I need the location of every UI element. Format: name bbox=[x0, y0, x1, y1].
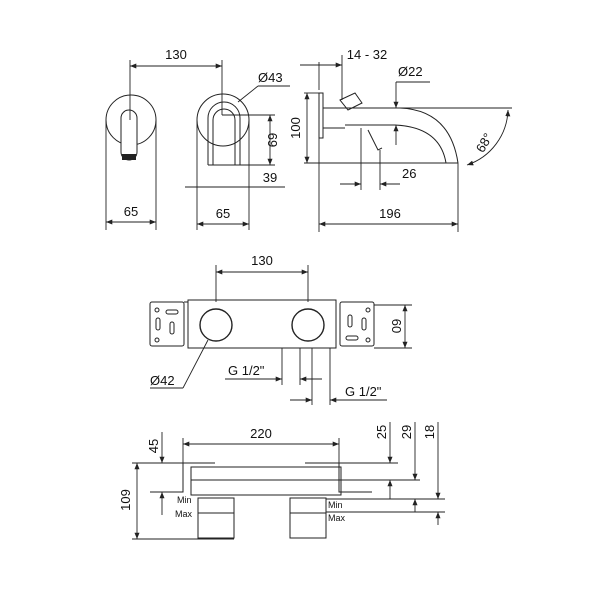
section-height-label: 109 bbox=[118, 489, 133, 511]
side-height-label: 100 bbox=[288, 117, 303, 139]
body-spacing-label: 130 bbox=[251, 253, 273, 268]
max-label-right: Max bbox=[328, 513, 346, 523]
angle-label: 68° bbox=[473, 130, 496, 155]
front-height-label: 69 bbox=[265, 133, 280, 147]
inlet-2-label: G 1/2" bbox=[345, 384, 382, 399]
body-diameter-label: Ø42 bbox=[150, 373, 175, 388]
section-width-label: 220 bbox=[250, 426, 272, 441]
body-height-label: 60 bbox=[389, 319, 404, 333]
dim-18-label: 18 bbox=[422, 425, 437, 439]
front-spacing-label: 130 bbox=[165, 47, 187, 62]
section-depth-label: 45 bbox=[146, 439, 161, 453]
max-label-left: Max bbox=[175, 509, 193, 519]
section-view: 220 45 109 Min Max Min Max 25 29 18 bbox=[118, 422, 445, 540]
length-label: 196 bbox=[379, 206, 401, 221]
left-width-label: 65 bbox=[124, 204, 138, 219]
body-view: 130 60 Ø42 G 1/2" G 1/2" bbox=[149, 253, 412, 405]
dim-25-label: 25 bbox=[374, 425, 389, 439]
min-label-left: Min bbox=[177, 495, 192, 505]
dim-29-label: 29 bbox=[399, 425, 414, 439]
side-view: 14 - 32 Ø22 100 26 196 68° bbox=[288, 47, 512, 232]
spout-outlet bbox=[122, 154, 136, 160]
min-label-right: Min bbox=[328, 500, 343, 510]
right-width-label: 65 bbox=[216, 206, 230, 221]
depth-label: 26 bbox=[402, 166, 416, 181]
wall-range-label: 14 - 32 bbox=[347, 47, 387, 62]
inlet-1-label: G 1/2" bbox=[228, 363, 265, 378]
front-offset-label: 39 bbox=[263, 170, 277, 185]
spout-diameter-label: Ø22 bbox=[398, 64, 423, 79]
front-view: 130 Ø43 69 39 65 65 bbox=[105, 47, 290, 230]
front-diameter-label: Ø43 bbox=[258, 70, 283, 85]
